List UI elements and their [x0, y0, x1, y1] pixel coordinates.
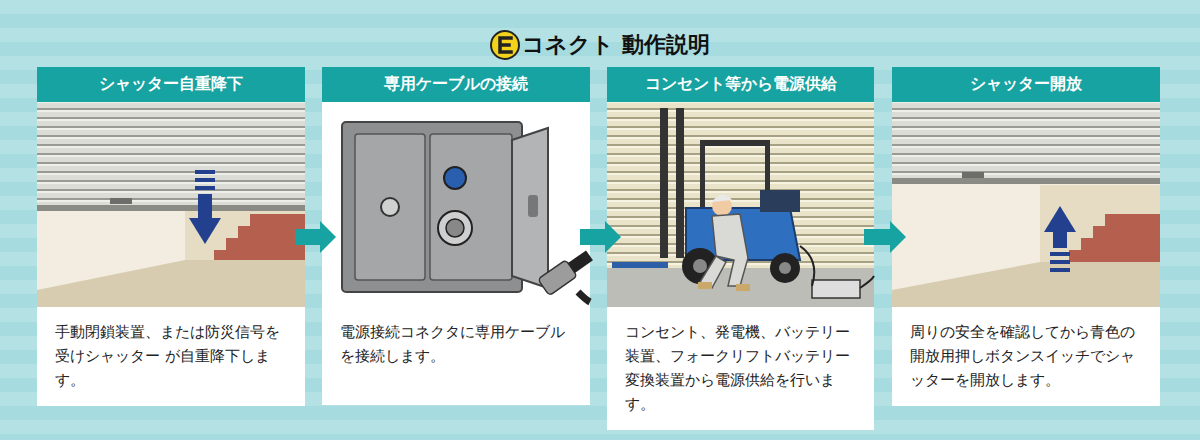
- shutter-down-scene: [37, 102, 305, 307]
- forklift-scene: [607, 102, 874, 307]
- step-description: 電源接続コネクタに専用ケーブルを接続します。: [322, 307, 590, 405]
- title-text: コネクト 動作説明: [522, 32, 710, 57]
- step-heading: シャッター開放: [892, 67, 1160, 102]
- shutter-open-scene: [892, 102, 1160, 307]
- flow-arrow: [295, 221, 336, 253]
- step-description: 手動閉鎖装置、または防災信号を受けシャッター が自重降下します。: [37, 307, 305, 406]
- step-description: コンセント、発電機、バッテリー装置、フォークリフトバッテリー変換装置から電源供給…: [607, 307, 874, 430]
- step-panel: コンセント等から電源供給コンセント、発電機、バッテリー装置、フォークリフトバッテ…: [607, 67, 874, 430]
- step-description: 周りの安全を確認してから青色の開放用押しボタンスイッチでシャッターを開放します。: [892, 307, 1160, 406]
- title-bar: コネクト 動作説明: [0, 30, 1200, 60]
- logo-icon: [490, 30, 520, 60]
- step-panel: シャッター自重降下手動閉鎖装置、または防災信号を受けシャッター が自重降下します…: [37, 67, 305, 406]
- flow-arrow: [580, 221, 621, 253]
- step-heading: 専用ケーブルの接続: [322, 67, 590, 102]
- step-heading: コンセント等から電源供給: [607, 67, 874, 102]
- connector-box-scene: [322, 102, 595, 307]
- flow-arrow: [864, 221, 906, 253]
- step-panel: 専用ケーブルの接続電源接続コネクタに専用ケーブルを接続します。: [322, 67, 590, 405]
- step-panel: シャッター開放周りの安全を確認してから青色の開放用押しボタンスイッチでシャッター…: [892, 67, 1160, 406]
- step-heading: シャッター自重降下: [37, 67, 305, 102]
